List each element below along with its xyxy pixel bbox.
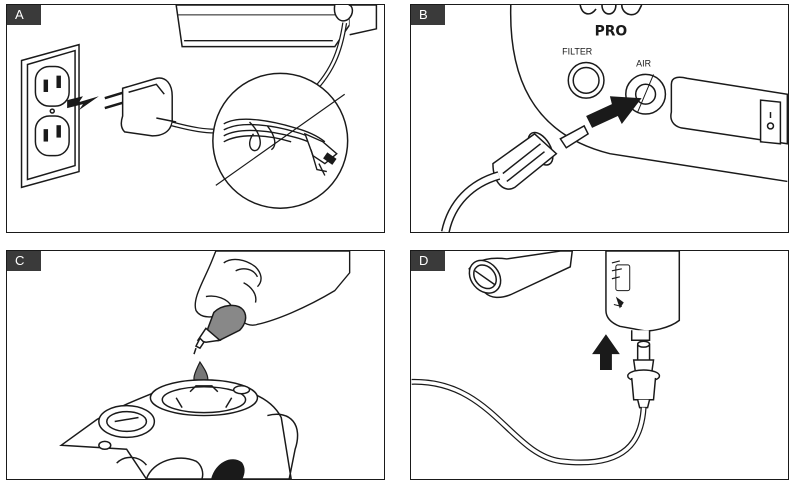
mouthpiece — [468, 251, 573, 299]
panel-d: D — [410, 250, 789, 480]
panel-label-c: C — [7, 251, 41, 271]
nebulizer-cup — [59, 379, 299, 479]
tubing-connector — [492, 124, 590, 190]
panel-b: B PRO FILTER AIR — [410, 4, 789, 233]
panel-label-d: D — [411, 251, 445, 271]
brand-label: PRO — [595, 24, 628, 40]
illustration-connect-air-port: PRO FILTER AIR — [440, 5, 788, 232]
filter-port — [567, 61, 605, 99]
tubing-connector — [627, 340, 661, 409]
brand-logo — [579, 5, 643, 16]
air-label: AIR — [636, 58, 651, 68]
panel-c: C — [6, 250, 385, 480]
panel-label-a: A — [7, 5, 41, 25]
illustration-plug-into-outlet — [20, 5, 378, 209]
arrow-left-icon — [67, 96, 99, 111]
illustration-attach-tubing — [411, 251, 681, 466]
nebulizer-cup-bottom — [605, 251, 681, 341]
coiled-cord — [223, 118, 338, 176]
medication-vial — [193, 304, 247, 355]
arrow-right-icon — [586, 96, 642, 128]
air-tubing — [411, 378, 647, 466]
panel-a: A — [6, 4, 385, 233]
arrow-up-icon — [592, 334, 620, 370]
side-panel — [670, 76, 788, 145]
prohibited-icon — [212, 72, 349, 209]
power-plug — [104, 77, 177, 137]
filter-label: FILTER — [562, 47, 593, 57]
nebulizer-base — [116, 456, 245, 479]
illustration-add-medication — [59, 251, 351, 479]
air-tubing — [440, 171, 501, 232]
panel-label-b: B — [411, 5, 445, 25]
wall-outlet — [20, 43, 80, 189]
